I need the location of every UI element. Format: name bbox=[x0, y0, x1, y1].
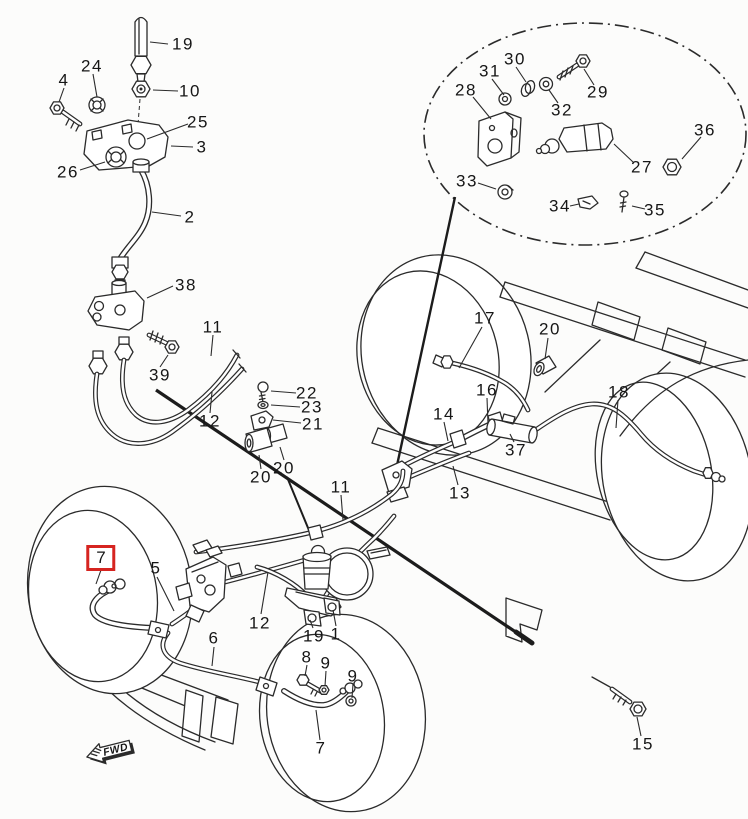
bracket-part-3 bbox=[83, 119, 169, 171]
bracket-part-28 bbox=[477, 111, 522, 167]
nut-part-10 bbox=[131, 80, 151, 98]
topleft-exploded-parts bbox=[49, 16, 288, 453]
nut-part-36 bbox=[662, 158, 682, 176]
pointer-lines bbox=[155, 196, 535, 646]
pipe-clips bbox=[227, 524, 324, 578]
bolt-part-39 bbox=[146, 330, 180, 354]
booster bbox=[320, 546, 391, 601]
washer-part-23 bbox=[257, 400, 269, 410]
fwd-arrow: FWD bbox=[86, 739, 135, 765]
bolt-part-29 bbox=[556, 54, 591, 81]
pipe-18-end-fitting bbox=[702, 467, 726, 483]
joint-part-38 bbox=[87, 279, 145, 331]
grommet-part-20-rear bbox=[533, 355, 557, 377]
fender-arcs bbox=[619, 359, 748, 437]
washer-part-30 bbox=[520, 79, 536, 98]
fwd-label: FWD bbox=[102, 741, 130, 759]
clip-part-34 bbox=[577, 195, 599, 210]
pipe-17-fitting bbox=[432, 354, 454, 369]
clip-part-33 bbox=[497, 184, 514, 200]
bolt-part-4 bbox=[49, 101, 83, 132]
front-brake-area bbox=[93, 471, 403, 706]
leader-lines bbox=[58, 41, 702, 741]
hose-part-7-left bbox=[93, 578, 170, 639]
nut-part-9a bbox=[318, 685, 330, 695]
bolt-part-22 bbox=[257, 381, 269, 403]
master-cylinder-part-1 bbox=[284, 587, 342, 627]
grommet-part-32 bbox=[538, 76, 554, 92]
pipe-fittings-11-12 bbox=[88, 336, 134, 375]
detail-bubble bbox=[423, 22, 747, 246]
bleeder-part-19 bbox=[130, 16, 152, 83]
bolt-part-15 bbox=[591, 676, 647, 717]
clip-part-21 bbox=[250, 410, 274, 431]
junction-unit-front bbox=[175, 539, 227, 623]
rear-brake-pipes bbox=[381, 354, 726, 503]
front-center-wheel bbox=[258, 613, 427, 813]
rear-right-wheel bbox=[594, 372, 748, 582]
screw-part-35 bbox=[619, 190, 629, 213]
clamp-parts-20 bbox=[244, 423, 288, 453]
nut-part-9b bbox=[345, 695, 357, 707]
hose-part-2 bbox=[111, 158, 149, 291]
switch-part-27 bbox=[535, 122, 614, 155]
washer-part-24 bbox=[88, 96, 106, 114]
reservoir bbox=[302, 544, 332, 590]
valve-part-37 bbox=[486, 413, 538, 444]
washer-part-31 bbox=[498, 92, 512, 106]
